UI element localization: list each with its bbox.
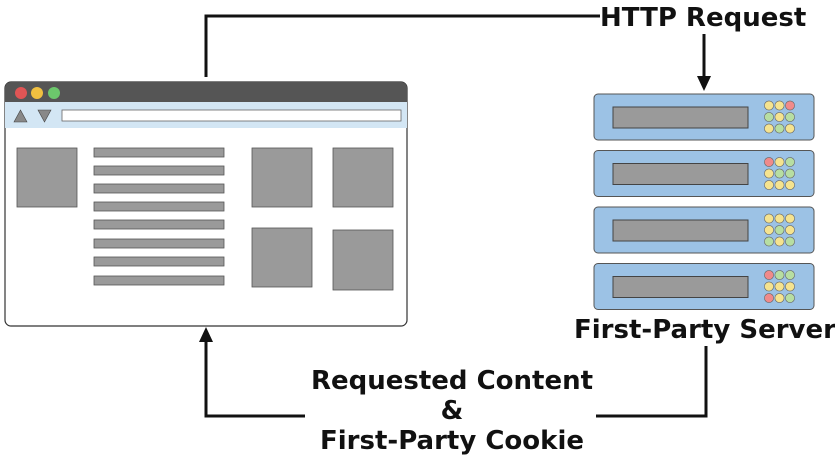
server-unit [593,150,815,197]
status-led-icon [785,270,795,280]
drive-slot [612,106,749,129]
window-close-dot [15,87,27,99]
window-minimize-dot [31,87,43,99]
response-label-line-1: Requested Content [310,366,594,396]
status-led-icon [785,157,795,167]
server-unit [593,263,815,310]
status-led-icon [764,281,774,292]
status-led-icon [764,100,774,111]
status-led-icon [785,236,795,247]
status-led-icon [774,168,785,179]
server-stack [593,93,815,310]
response-label-line-2: & [440,396,464,426]
response-line-right [596,346,708,418]
image-placeholder [251,147,313,208]
text-line [93,256,225,267]
server-label: First-Party Server [574,315,835,345]
status-led-icon [774,157,785,167]
status-led-icon [774,236,785,247]
back-arrow-icon [13,109,28,123]
image-placeholder [332,147,394,208]
status-led-icon [764,168,774,179]
http-request-label: HTTP Request [600,3,807,33]
response-label: Requested Content & First-Party Cookie [302,368,602,454]
text-line [93,165,225,176]
status-led-icon [774,180,785,190]
status-led-icon [785,100,795,111]
request-line [204,14,600,77]
status-led-icon [764,123,774,134]
drive-slot [612,219,749,242]
request-arrowhead-icon [697,76,711,91]
status-led-icon [785,168,795,179]
drive-slot [612,276,749,298]
forward-arrow-icon [37,109,52,123]
status-led-icon [785,281,795,292]
response-label-line-3: First-Party Cookie [320,426,584,456]
status-led-icon [774,100,785,111]
browser-titlebar [5,82,407,102]
status-led-icon [785,180,795,190]
status-led-icon [785,225,795,235]
status-led-icon [764,270,774,280]
status-led-icon [764,213,774,224]
window-maximize-dot [48,87,60,99]
response-connector [199,327,708,418]
status-led-icon [774,112,785,122]
text-line [93,238,225,249]
status-led-icon [774,281,785,292]
status-led-icon [764,157,774,167]
status-led-icon [764,293,774,303]
status-led-icon [764,112,774,122]
status-led-icon [774,213,785,224]
request-connector [204,14,711,91]
address-bar [61,109,402,122]
status-led-icon [785,213,795,224]
text-line [93,275,225,286]
server-unit [593,93,815,141]
response-arrowhead-icon [199,327,213,342]
text-line [93,219,225,230]
image-placeholder [251,227,313,288]
text-line [93,147,225,158]
image-placeholder [332,229,394,291]
text-line [93,201,225,212]
image-placeholder [16,147,78,208]
status-led-icon [785,123,795,134]
drive-slot [612,163,749,185]
status-led-icon [774,270,785,280]
response-line-left [204,342,305,418]
status-led-icon [764,180,774,190]
text-line [93,183,225,194]
status-led-icon [764,236,774,247]
status-led-icon [774,123,785,134]
browser-window [4,81,408,327]
server-unit [593,206,815,254]
status-led-icon [764,225,774,235]
status-led-icon [774,225,785,235]
status-led-icon [774,293,785,303]
status-led-icon [785,112,795,122]
status-led-icon [785,293,795,303]
